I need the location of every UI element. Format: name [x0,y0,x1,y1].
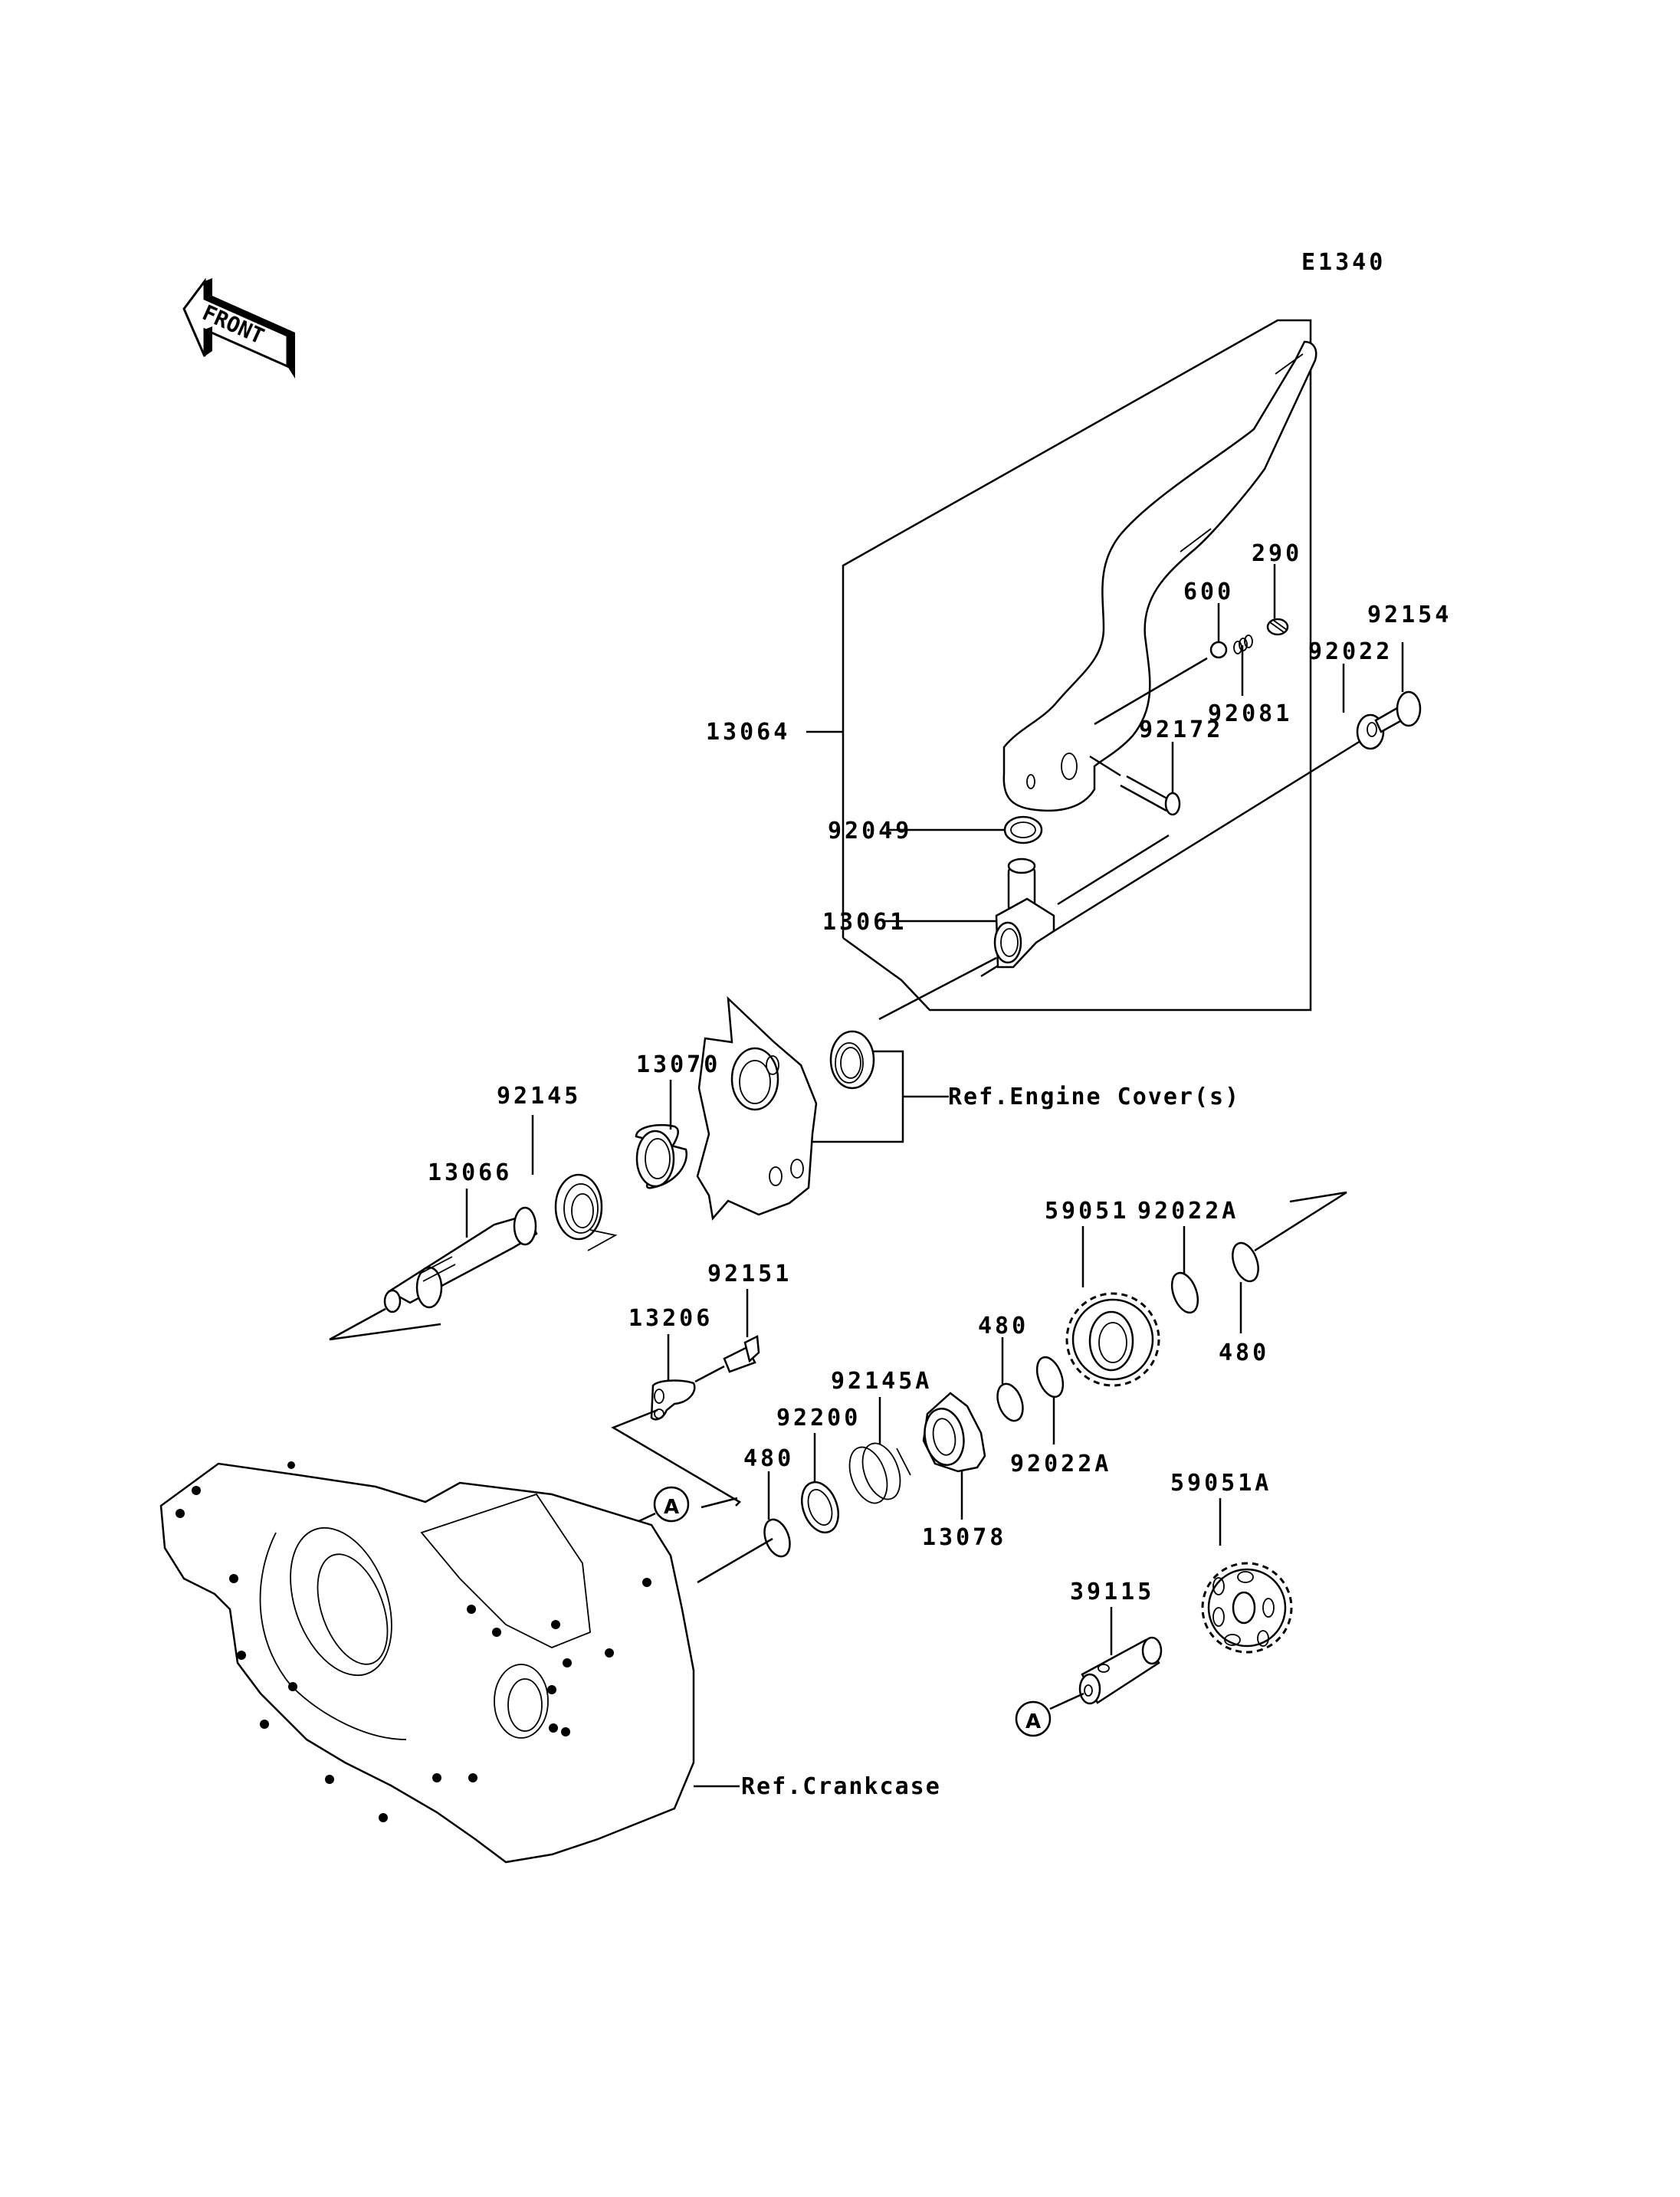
part-13061-lever-boss [993,857,1055,969]
part-label-92022A-mid: 92022A [1010,1451,1111,1477]
part-label-59051A: 59051A [1170,1470,1271,1497]
front-arrow-icon: FRONT [182,277,295,379]
part-label-39115: 39115 [1070,1579,1154,1605]
part-92049-seal [1003,815,1043,844]
part-label-600: 600 [1183,579,1234,605]
engine-cover [696,995,818,1221]
part-92154-bolt [1374,690,1422,733]
part-92145A-spring [848,1442,911,1504]
part-13066-kick-shaft [383,1206,538,1313]
engine-cover-oil-seal [829,1030,875,1090]
kick-pedal-group-bracket [806,319,1312,1012]
part-92172-bolt [1120,775,1181,816]
part-label-13070: 13070 [636,1051,720,1078]
part-92022A-washer-mid [1035,1356,1065,1399]
part-92151-bolt [723,1335,760,1373]
part-92200-washer [801,1481,839,1534]
alignment-marker-a-top: A [653,1486,690,1523]
kick-pedal [1002,340,1317,812]
diagram-code: E1340 [1301,249,1386,276]
part-290-plug [1266,618,1289,636]
part-label-92081: 92081 [1208,700,1292,727]
part-92145-spring [554,1173,618,1251]
part-13070-guide [635,1123,688,1189]
part-label-13061: 13061 [822,909,907,936]
part-label-59051: 59051 [1045,1198,1129,1225]
part-13206-guide [650,1379,696,1421]
part-600-ball [1209,641,1228,659]
svg-text:A: A [1025,1710,1041,1733]
part-label-92145A: 92145A [831,1368,932,1395]
part-label-92022: 92022 [1308,638,1393,665]
part-59051-kick-gear [1065,1292,1160,1387]
part-label-13206: 13206 [628,1305,713,1332]
part-label-480-mid: 480 [978,1313,1029,1340]
part-label-92172: 92172 [1139,716,1223,743]
alignment-marker-a-bottom: A [1015,1700,1052,1737]
part-label-92022A-top: 92022A [1137,1198,1239,1225]
part-label-92154: 92154 [1367,602,1452,628]
svg-text:A: A [664,1496,679,1519]
part-label-92049: 92049 [828,818,912,844]
part-480-circlip-left [763,1518,791,1558]
part-label-92151: 92151 [707,1261,792,1287]
part-92022A-washer-top [1170,1271,1199,1314]
part-480-circlip-right [1232,1241,1259,1283]
part-label-13078: 13078 [922,1524,1006,1551]
part-39115-shaft [1078,1636,1163,1705]
part-label-480-left: 480 [743,1445,794,1472]
part-59051A-idle-gear [1201,1562,1293,1654]
part-label-13066: 13066 [428,1159,512,1186]
part-label-13064: 13064 [706,719,790,746]
part-label-480-right: 480 [1219,1340,1269,1366]
part-label-92145: 92145 [497,1083,581,1110]
part-label-92200: 92200 [776,1405,861,1431]
crankcase [159,1461,695,1864]
part-13078-ratchet [922,1392,986,1473]
part-480-circlip-mid [996,1382,1024,1422]
ref-engine-cover-label: Ref.Engine Cover(s) [948,1084,1240,1110]
ref-crankcase-label: Ref.Crankcase [741,1773,941,1800]
part-label-290: 290 [1252,540,1302,567]
